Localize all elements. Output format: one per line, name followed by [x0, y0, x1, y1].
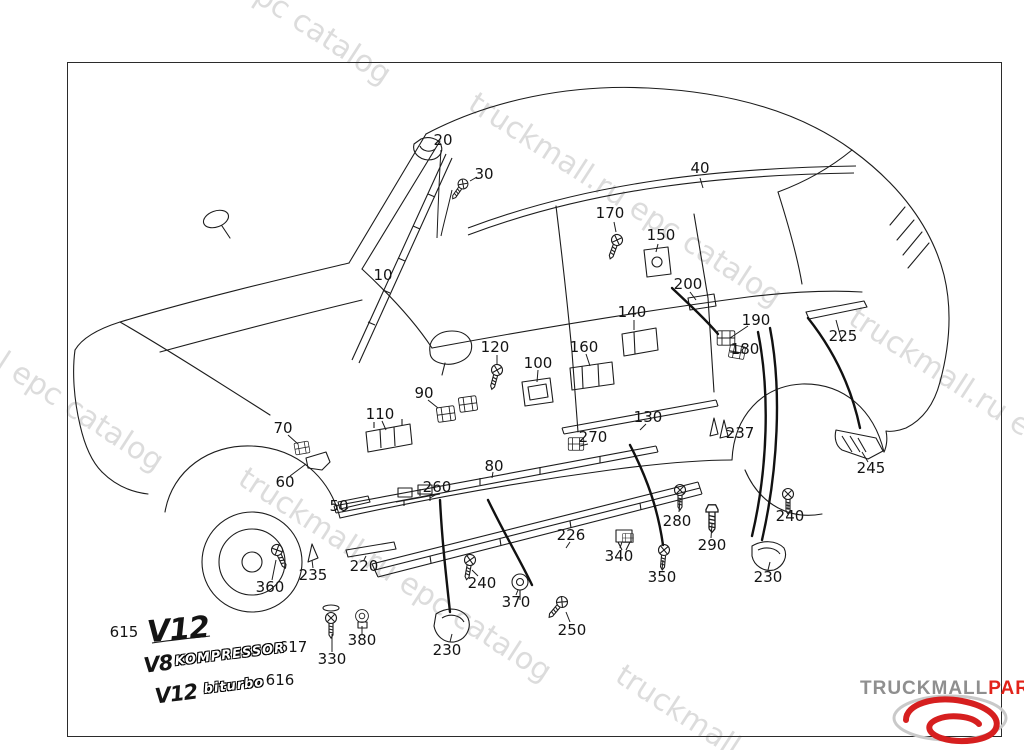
part-label-250: 250 [557, 621, 587, 639]
part-label-225: 225 [828, 327, 858, 345]
part-label-60: 60 [275, 473, 295, 491]
part-label-100: 100 [523, 354, 553, 372]
part-label-617: 617 [278, 638, 308, 656]
logo-swirl-icon [892, 694, 1008, 745]
car-outline [73, 86, 950, 519]
badge-v8: V8 [142, 650, 174, 678]
part-label-380: 380 [347, 631, 377, 649]
part-label-240: 240 [775, 507, 805, 525]
part-label-350: 350 [647, 568, 677, 586]
part-label-30: 30 [474, 165, 494, 183]
part-label-360: 360 [255, 578, 285, 596]
roof-molding [467, 165, 857, 236]
part-label-226: 226 [556, 526, 586, 544]
part-label-130: 130 [633, 408, 663, 426]
part-label-370: 370 [501, 593, 531, 611]
part-label-615: 615 [109, 623, 139, 641]
part-label-340: 340 [604, 547, 634, 565]
part-label-110: 110 [365, 405, 395, 423]
part-label-260: 260 [422, 478, 452, 496]
part-label-616: 616 [265, 671, 295, 689]
logo-parts: PARTS [988, 678, 1024, 699]
logo-truckmall: TRUCKMALL [860, 678, 989, 699]
part-label-235: 235 [298, 566, 328, 584]
part-label-230: 230 [753, 568, 783, 586]
bold-arrows [438, 286, 862, 614]
part-label-245: 245 [856, 459, 886, 477]
part-label-200: 200 [673, 275, 703, 293]
part-label-80: 80 [484, 457, 504, 475]
part-label-160: 160 [569, 338, 599, 356]
part-label-20: 20 [433, 131, 453, 149]
part-label-150: 150 [646, 226, 676, 244]
part-label-330: 330 [317, 650, 347, 668]
part-label-70: 70 [273, 419, 293, 437]
exploded-strips [151, 137, 884, 644]
badge-biturbo: biturbo [202, 674, 266, 698]
part-label-190: 190 [741, 311, 771, 329]
part-label-40: 40 [690, 159, 710, 177]
part-label-240: 240 [467, 574, 497, 592]
part-label-50: 50 [329, 497, 349, 515]
part-label-140: 140 [617, 303, 647, 321]
leader-lines [271, 149, 869, 652]
part-label-90: 90 [414, 384, 434, 402]
part-label-10: 10 [373, 266, 393, 284]
badge-v12: V12 [153, 679, 199, 709]
part-label-170: 170 [595, 204, 625, 222]
part-label-280: 280 [662, 512, 692, 530]
truckmall-logo: TRUCKMALLPARTS [850, 666, 1024, 750]
part-label-230: 230 [432, 641, 462, 659]
part-label-180: 180 [730, 340, 760, 358]
part-label-270: 270 [578, 428, 608, 446]
logo-text: TRUCKMALLPARTS [860, 678, 1024, 700]
part-label-290: 290 [697, 536, 727, 554]
part-label-120: 120 [480, 338, 510, 356]
part-label-237: 237 [725, 424, 755, 442]
badge-v12: V12 [145, 609, 211, 651]
part-label-220: 220 [349, 557, 379, 575]
diagram-frame [67, 62, 1002, 737]
drip-rail [351, 153, 453, 364]
